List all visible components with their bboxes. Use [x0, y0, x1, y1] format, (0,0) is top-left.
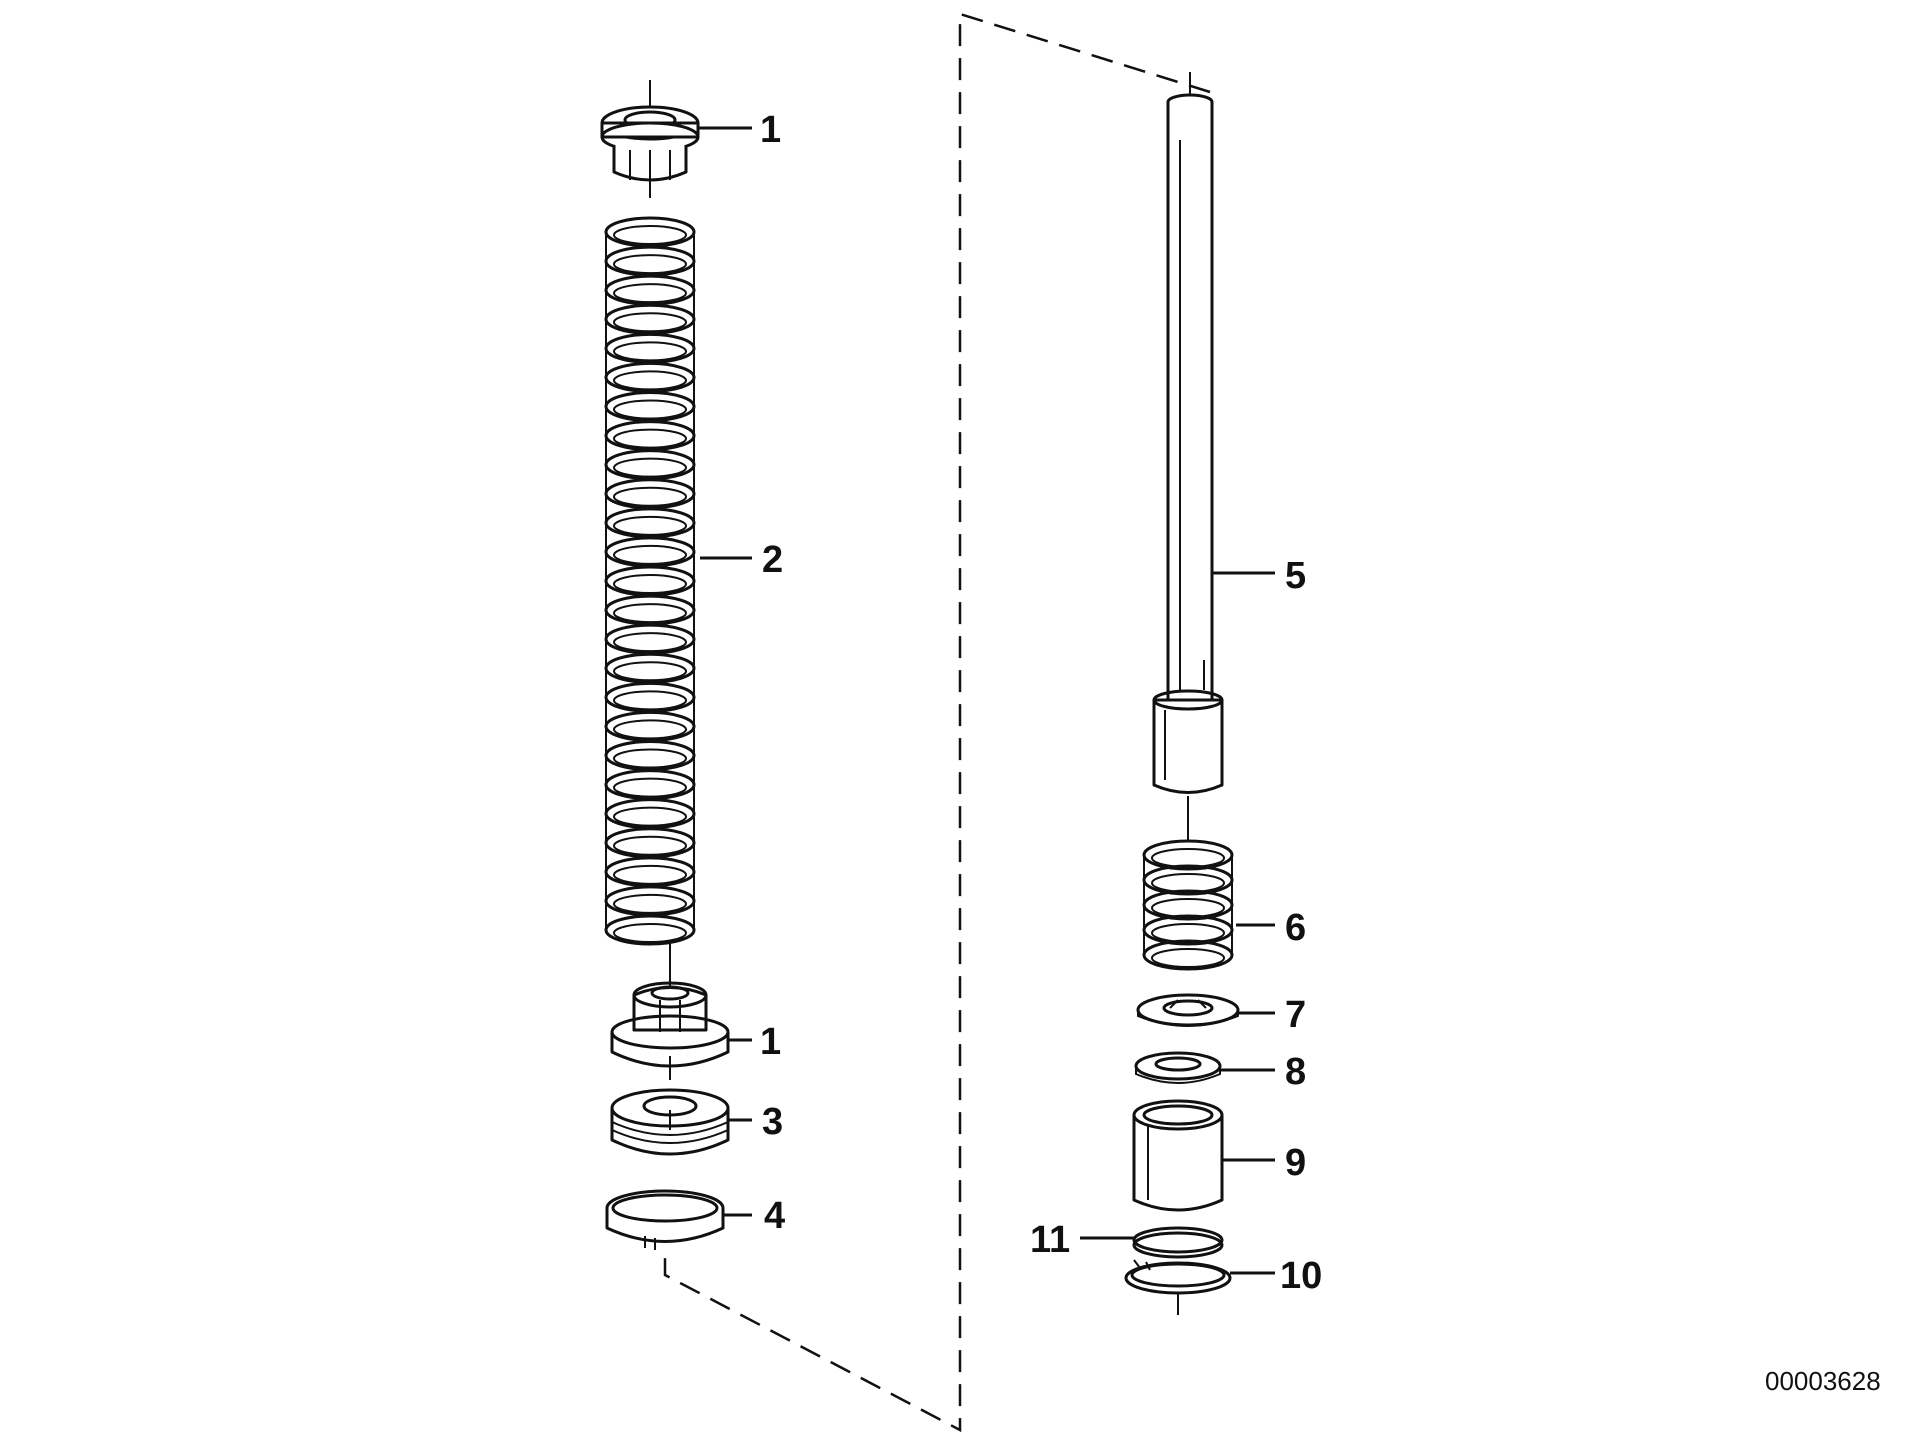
main-spring-coil [604, 594, 696, 626]
main-spring-coil [604, 449, 696, 481]
main-spring-coil-inner [613, 835, 687, 856]
part-3-valve-body [610, 1088, 730, 1156]
callout-1-lower: 1 [760, 1021, 781, 1063]
main-spring-coil-inner [613, 341, 687, 362]
main-spring-coil [604, 332, 696, 364]
callout-10: 10 [1280, 1255, 1322, 1297]
main-spring-coil [604, 623, 696, 655]
document-number: 00003628 [1765, 1366, 1881, 1396]
main-spring-coil-inner [613, 486, 687, 507]
main-spring-coil [604, 856, 696, 888]
main-spring-coil-inner [613, 893, 687, 914]
main-spring-coil-inner [613, 399, 687, 420]
callout-6: 6 [1285, 907, 1306, 949]
main-spring-coil [604, 652, 696, 684]
main-spring-coil-inner [613, 864, 687, 885]
callout-7: 7 [1285, 994, 1306, 1036]
main-spring-coil [604, 769, 696, 801]
main-spring-coil [604, 274, 696, 306]
rebound-spring-coil-inner [1151, 898, 1225, 918]
callout-1-upper: 1 [760, 109, 781, 151]
main-spring-coil [604, 303, 696, 335]
main-spring-coil [604, 245, 696, 277]
rebound-spring-coil-inner [1151, 923, 1225, 943]
main-spring-coil [604, 710, 696, 742]
callout-4: 4 [764, 1195, 785, 1237]
main-spring-coil [604, 740, 696, 771]
main-spring-coil-inner [613, 428, 687, 449]
main-spring-coil [604, 216, 696, 248]
main-spring-coil-inner [613, 544, 687, 565]
main-spring-coil [604, 507, 696, 539]
part-6-rebound-spring [1142, 839, 1234, 971]
part-10-circlip [1124, 1259, 1232, 1315]
callout-2: 2 [762, 539, 783, 581]
part-4-split-ring [605, 1189, 725, 1250]
part-8-seal-ring [1134, 1051, 1222, 1084]
main-spring-coil-inner [613, 603, 687, 624]
rebound-spring-coil-inner [1151, 948, 1225, 968]
callout-3: 3 [762, 1101, 783, 1143]
callout-11: 11 [1030, 1219, 1070, 1261]
main-spring-coil-inner [613, 632, 687, 653]
rebound-spring-coil-inner [1151, 848, 1225, 868]
part-5-damper-rod [1152, 72, 1224, 840]
part-9-guide-bushing [1132, 1099, 1224, 1212]
main-spring-coil-inner [613, 254, 687, 275]
main-spring-coil-inner [613, 690, 687, 711]
main-spring-coil-inner [613, 777, 687, 798]
part-1-upper-spring-retainer [600, 80, 700, 198]
part-11-piston-ring [1132, 1226, 1224, 1259]
main-spring-coil-inner [613, 457, 687, 478]
main-spring-coil-inner [613, 515, 687, 536]
main-spring-coil [604, 536, 696, 568]
dashed-assembly-line [663, 12, 1211, 1433]
main-spring-coil-inner [613, 661, 687, 682]
main-spring-coil-inner [613, 923, 687, 943]
main-spring-coil-inner [613, 719, 687, 740]
main-spring-coil [604, 885, 696, 917]
main-spring-coil [604, 361, 696, 393]
main-spring-coil [604, 827, 696, 859]
main-spring-coil [604, 681, 696, 713]
main-spring-coil [604, 478, 696, 510]
main-spring-coil-inner [613, 748, 687, 769]
callout-9: 9 [1285, 1142, 1306, 1184]
main-spring-coil-inner [613, 574, 687, 594]
part-2-main-fork-spring [604, 216, 696, 946]
part-7-tab-washer [1136, 993, 1240, 1027]
main-spring-coil [604, 798, 696, 830]
main-spring-coil [604, 565, 696, 597]
main-spring-coil [604, 420, 696, 452]
main-spring-outline [605, 232, 695, 930]
callout-leaders [698, 126, 1275, 1275]
callout-8: 8 [1285, 1051, 1306, 1093]
callout-5: 5 [1285, 555, 1306, 597]
main-spring-coil-inner [613, 370, 687, 391]
main-spring-coil [604, 391, 696, 422]
main-spring-coil-inner [613, 283, 687, 304]
rebound-spring-coil-inner [1151, 873, 1225, 893]
main-spring-coil-inner [613, 806, 687, 827]
main-spring-coil-inner [613, 225, 687, 245]
main-spring-coil-inner [613, 312, 687, 333]
rebound-spring-outline [1143, 855, 1233, 955]
part-1-lower-spring-retainer [610, 940, 730, 1080]
main-spring-coil [604, 914, 696, 946]
